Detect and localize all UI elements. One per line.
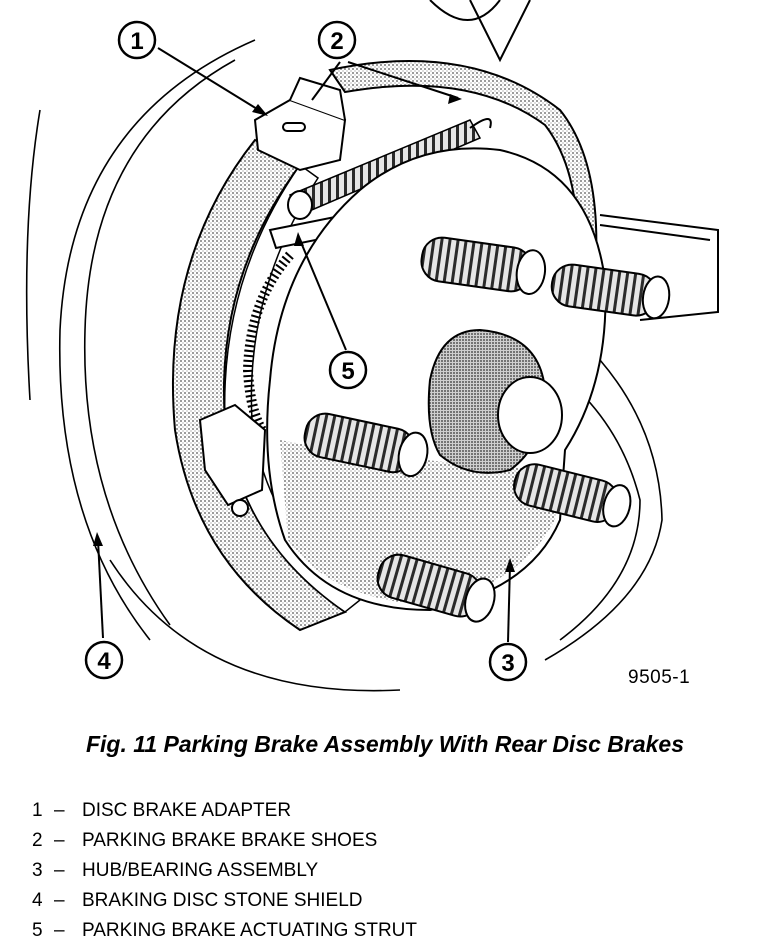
arrowhead-3 (505, 558, 515, 572)
legend-number: 3 (32, 860, 43, 881)
stone-shield (25, 39, 663, 692)
arrowhead-1 (252, 104, 268, 116)
leader-line-3 (507, 564, 511, 643)
figure-code: 9505-1 (628, 667, 691, 688)
legend-number: 5 (32, 920, 43, 941)
legend-number: 1 (32, 800, 43, 821)
parking-brake-shoe (172, 138, 348, 632)
wheel-studs (303, 236, 671, 623)
callout-4: 4 (84, 640, 124, 680)
leader-line-2a (311, 61, 341, 101)
legend-item: 1–DISC BRAKE ADAPTER (32, 796, 417, 826)
figure-caption: Fig. 11 Parking Brake Assembly With Rear… (85, 731, 685, 757)
leader-line-4 (97, 539, 104, 639)
legend-item: 4–BRAKING DISC STONE SHIELD (32, 886, 417, 916)
svg-text:2: 2 (330, 28, 343, 55)
legend-number: 4 (32, 890, 43, 911)
callout-2: 2 (317, 20, 357, 60)
svg-text:1: 1 (130, 28, 143, 55)
leader-line-5 (299, 239, 347, 351)
callout-3: 3 (488, 642, 528, 682)
return-spring (287, 118, 492, 220)
legend-label: DISC BRAKE ADAPTER (82, 800, 292, 821)
legend-separator: – (54, 860, 65, 881)
axle-housing (429, 0, 719, 321)
legend-item: 3–HUB/BEARING ASSEMBLY (32, 856, 417, 886)
leader-line-2b (347, 61, 459, 99)
arrowhead-4 (93, 532, 103, 546)
lower-anchor-bracket (198, 403, 267, 507)
leader-line-1 (157, 47, 263, 113)
anchor-bolt (231, 499, 249, 517)
legend-separator: – (54, 800, 65, 821)
parking-brake-illustration: 1 2 3 4 5 (25, 0, 719, 692)
callout-1: 1 (117, 20, 157, 60)
legend-item: 2–PARKING BRAKE BRAKE SHOES (32, 826, 417, 856)
legend-label: HUB/BEARING ASSEMBLY (82, 860, 319, 881)
legend-label: BRAKING DISC STONE SHIELD (82, 890, 363, 911)
hub-bearing-assembly (266, 147, 607, 612)
legend-number: 2 (32, 830, 43, 851)
callout-5: 5 (328, 350, 368, 390)
legend-separator: – (54, 920, 65, 941)
legend-separator: – (54, 830, 65, 851)
legend-list: 1–DISC BRAKE ADAPTER 2–PARKING BRAKE BRA… (32, 796, 417, 946)
leader-lines (97, 47, 511, 643)
legend-label: PARKING BRAKE BRAKE SHOES (82, 830, 378, 851)
svg-text:3: 3 (501, 650, 514, 677)
svg-text:5: 5 (341, 358, 354, 385)
disc-brake-adapter (253, 76, 347, 172)
legend-label: PARKING BRAKE ACTUATING STRUT (82, 920, 418, 941)
svg-text:4: 4 (97, 648, 111, 675)
arrowhead-5 (294, 232, 304, 246)
arrowhead-2 (448, 94, 462, 104)
legend-separator: – (54, 890, 65, 911)
legend-item: 5–PARKING BRAKE ACTUATING STRUT (32, 916, 417, 946)
leader-arrowheads (93, 94, 515, 572)
